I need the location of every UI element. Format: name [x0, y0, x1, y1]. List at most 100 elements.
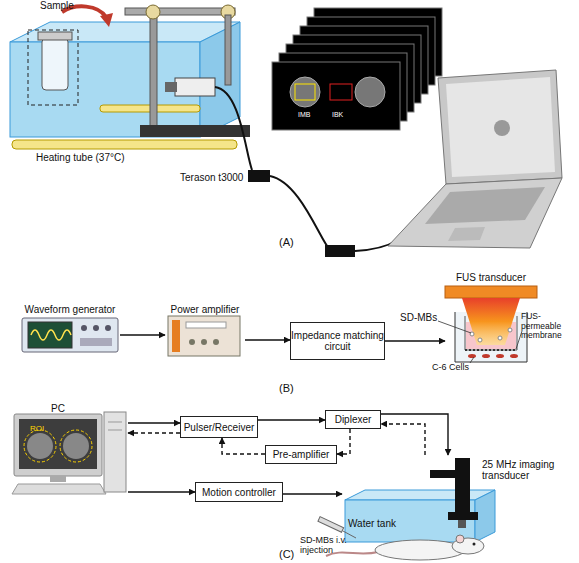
- image-stack: [355, 77, 385, 107]
- panel-label: (C): [279, 548, 304, 560]
- power-amplifier: [172, 320, 180, 352]
- roi-label: IBK: [332, 111, 352, 119]
- computer: [14, 414, 102, 476]
- node-label: Power amplifier: [165, 304, 245, 315]
- rat: [326, 535, 484, 560]
- roi-label: ROI: [30, 424, 52, 433]
- transducer-arm: [448, 458, 478, 520]
- waveform-generator: [31, 330, 71, 340]
- waveform-generator: [105, 325, 111, 331]
- node-label: 25 MHz imaging transducer: [482, 459, 574, 481]
- rat: [473, 543, 476, 546]
- process-box: Diplexer: [325, 410, 381, 429]
- panel-label: (A): [279, 236, 304, 248]
- power-amplifier: [168, 316, 240, 356]
- fus-setup: [445, 286, 537, 298]
- power-amplifier: [201, 339, 207, 345]
- image-stack: [295, 84, 315, 100]
- ultrasound-probe: [165, 82, 177, 92]
- dashed-arrow: [128, 432, 180, 433]
- node-label: Water tank: [348, 518, 418, 529]
- fus-setup: [478, 338, 482, 342]
- signal-arrow: [385, 340, 445, 341]
- ultrasound-probe: [325, 245, 355, 257]
- heating-tube: [12, 140, 237, 149]
- fus-setup: [438, 321, 471, 333]
- computer: [27, 433, 53, 459]
- fus-setup: [498, 336, 502, 340]
- part-label: SD-MBs i.v. injection: [300, 535, 362, 555]
- part-label: Terason t3000: [180, 172, 255, 183]
- box-label: Pre-amplifier: [266, 449, 336, 460]
- waveform-generator: [81, 325, 87, 331]
- rat: [456, 535, 464, 543]
- dashed-arrow: [337, 429, 350, 454]
- probe-stand: [140, 125, 250, 137]
- panel-label: (B): [279, 382, 304, 394]
- signal-arrow: [128, 491, 195, 492]
- computer: [12, 412, 126, 494]
- probe-stand: [125, 8, 235, 15]
- part-label: C-6 Cells: [432, 362, 482, 372]
- signal-arrow: [283, 493, 342, 494]
- node-label: PC: [12, 403, 104, 414]
- signal-arrow: [120, 334, 165, 335]
- power-amplifier: [213, 339, 219, 345]
- computer: [104, 412, 126, 492]
- power-amplifier: [186, 322, 226, 328]
- probe-stand: [146, 5, 160, 19]
- node-label: FUS transducer: [445, 272, 537, 283]
- process-box: Pulser/Receiver: [180, 416, 258, 438]
- image-stack: [290, 77, 320, 107]
- power-amplifier: [168, 316, 240, 356]
- sample-holder: [28, 30, 78, 105]
- laptop: [446, 77, 555, 177]
- fus-setup: [468, 354, 476, 358]
- part-label: Sample: [40, 0, 90, 11]
- laptop: [438, 70, 562, 184]
- water-tank: [10, 42, 200, 137]
- computer: [108, 430, 122, 431]
- fus-setup: [482, 354, 490, 358]
- transducer-arm: [458, 520, 466, 528]
- fus-setup: [462, 298, 520, 345]
- device-box: Waveform generator: [20, 298, 120, 352]
- process-box: Impedance matching circuit: [290, 322, 385, 360]
- probe-stand: [125, 5, 250, 137]
- laptop: [388, 70, 562, 248]
- part-label: FUS-permeable membrane: [521, 312, 579, 341]
- syringe: [318, 517, 344, 533]
- signal-arrow: [258, 419, 325, 420]
- process-box: Pre-amplifier: [265, 445, 337, 464]
- transducer-region: 25 MHz imaging transducer: [412, 455, 577, 523]
- transducer-arm: [430, 458, 478, 528]
- probe-stand: [225, 15, 231, 85]
- device-box: PC: [12, 403, 128, 495]
- box-label: Pulser/Receiver: [181, 422, 257, 433]
- box-label: Motion controller: [196, 487, 282, 498]
- fus-setup: [510, 354, 518, 358]
- fus-setup: [465, 316, 517, 350]
- computer: [108, 422, 122, 423]
- box-label: Impedance matching circuit: [291, 330, 384, 352]
- sample-holder: [38, 32, 72, 40]
- part-label: SD-MBs: [400, 312, 445, 323]
- fus-setup: [465, 349, 517, 351]
- node-label: Waveform generator: [20, 304, 120, 315]
- sample-holder: [42, 38, 68, 90]
- dashed-arrow: [222, 438, 265, 454]
- signal-arrow: [245, 339, 290, 340]
- signal-arrow: [128, 422, 180, 423]
- image-stack: [272, 62, 400, 130]
- waveform-generator: [22, 318, 118, 352]
- ultrasound-probe: [270, 176, 330, 250]
- ultrasound-probe: [215, 87, 252, 170]
- rat: [326, 552, 378, 556]
- fus-setup: [508, 328, 512, 332]
- computer: [50, 476, 66, 482]
- process-box: Motion controller: [195, 482, 283, 502]
- computer: [12, 484, 106, 494]
- ultrasound-probe: [175, 78, 215, 96]
- fus-setup: [496, 354, 504, 358]
